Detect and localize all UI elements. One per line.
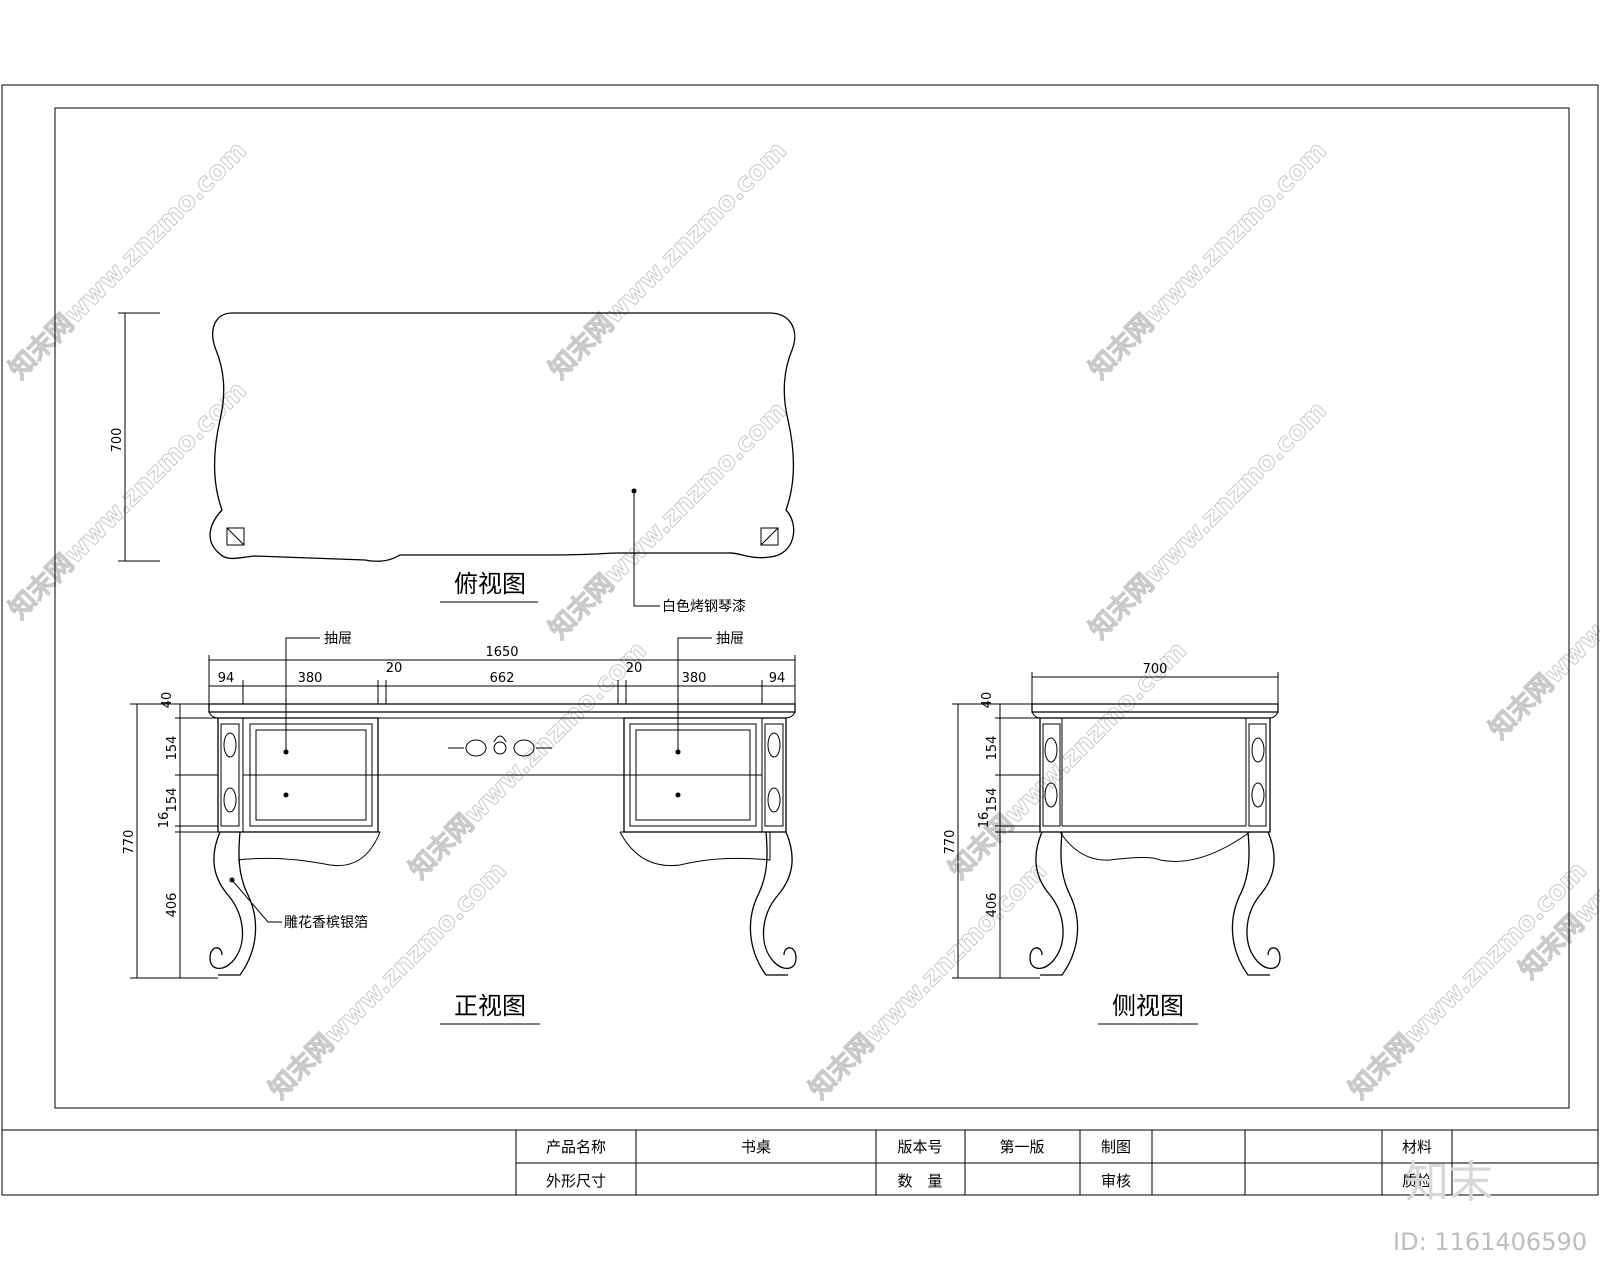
side-carving-right — [1248, 723, 1267, 827]
product-name-value: 书桌 — [741, 1138, 771, 1156]
size-label: 外形尺寸 — [546, 1172, 606, 1190]
outer-frame — [1, 84, 1599, 1196]
left-drawer-panel — [249, 723, 373, 827]
front-v-2: 154 — [165, 788, 180, 813]
finish-label: 白色烤钢琴漆 — [662, 598, 746, 615]
drawer-label-left: 抽屉 — [324, 631, 352, 647]
front-seg-2: 20 — [386, 661, 403, 676]
watermark-text: 知末网www.znzmo.com — [1484, 496, 1600, 745]
watermark-text: 知末网www.znzmo.com — [1084, 396, 1333, 645]
carving-label: 雕花香槟银箔 — [284, 915, 368, 931]
side-v-0: 40 — [980, 692, 995, 709]
front-view-title: 正视图 — [454, 992, 526, 1020]
watermark-text: 知末网www.znzmo.com — [1084, 136, 1333, 385]
side-width-dim: 700 — [1143, 662, 1168, 677]
version-label: 版本号 — [897, 1138, 942, 1156]
side-v-3: 16 — [977, 812, 992, 829]
material-label: 材料 — [1402, 1138, 1432, 1156]
front-seg-0: 94 — [218, 671, 235, 686]
front-seg-6: 94 — [769, 671, 786, 686]
center-ornament — [448, 735, 552, 757]
top-view-outline — [209, 312, 796, 562]
side-v-2: 154 — [985, 788, 1000, 813]
watermark-text: 知末网www.znzmo.com — [544, 136, 793, 385]
quantity-label: 数 量 — [897, 1172, 942, 1190]
drawer-label-right: 抽屉 — [716, 631, 744, 647]
top-leg-mark-right — [760, 527, 779, 546]
watermark-text: 知末网www.znzmo.com — [1514, 736, 1600, 985]
side-left-leg — [1029, 831, 1079, 976]
right-side-carving — [764, 723, 784, 827]
watermark-text: 知末网www.znzmo.com — [1344, 856, 1593, 1105]
side-height-dim: 770 — [943, 830, 958, 855]
watermark-text: 知末网www.znzmo.com — [264, 856, 513, 1105]
front-v-4: 406 — [165, 893, 180, 918]
review-label: 审核 — [1101, 1172, 1131, 1190]
inner-frame — [54, 107, 1570, 1109]
left-side-carving — [220, 723, 240, 827]
version-value: 第一版 — [999, 1138, 1044, 1156]
front-total-dim: 1650 — [485, 645, 518, 660]
top-view: 700 俯视图 白色烤钢琴漆 — [110, 312, 796, 615]
product-name-label: 产品名称 — [546, 1138, 606, 1156]
watermark-logo: 知末 — [1405, 1157, 1493, 1208]
side-v-4: 406 — [985, 893, 1000, 918]
watermark-text: 知末网www.znzmo.com — [404, 636, 653, 885]
right-drawer-panel — [629, 723, 757, 827]
side-view: 700 40 154 154 16 406 770 侧视图 — [943, 662, 1281, 1025]
top-depth-dim: 700 — [110, 428, 125, 453]
side-right-leg — [1231, 831, 1281, 976]
side-v-1: 154 — [985, 736, 1000, 761]
title-block: 产品名称 书桌 版本号 第一版 制图 材料 外形尺寸 数 量 审核 质检 — [2, 1129, 1598, 1195]
side-carving-left — [1042, 723, 1061, 827]
front-seg-5: 380 — [682, 671, 707, 686]
top-view-title: 俯视图 — [454, 570, 526, 598]
front-seg-3: 662 — [490, 671, 515, 686]
front-seg-1: 380 — [298, 671, 323, 686]
document-id: ID: 1161406590 — [1393, 1228, 1587, 1256]
front-view: 抽屉 抽屉 雕花香槟银箔 1650 94 380 20 662 20 380 9… — [122, 631, 797, 1025]
side-view-title: 侧视图 — [1112, 992, 1184, 1020]
quality-label: 质检 — [1402, 1172, 1432, 1190]
watermark-text: 知末网www.znzmo.com — [804, 856, 1053, 1105]
front-right-leg — [749, 831, 797, 976]
front-v-3: 16 — [157, 812, 172, 829]
front-height-dim: 770 — [122, 830, 137, 855]
front-v-1: 154 — [165, 736, 180, 761]
front-left-leg — [209, 831, 257, 976]
drawn-label: 制图 — [1101, 1138, 1131, 1156]
watermark-text: 知末网www.znzmo.com — [4, 376, 253, 625]
front-v-0: 40 — [160, 692, 175, 709]
front-seg-4: 20 — [626, 661, 643, 676]
top-leg-mark-left — [226, 527, 245, 546]
